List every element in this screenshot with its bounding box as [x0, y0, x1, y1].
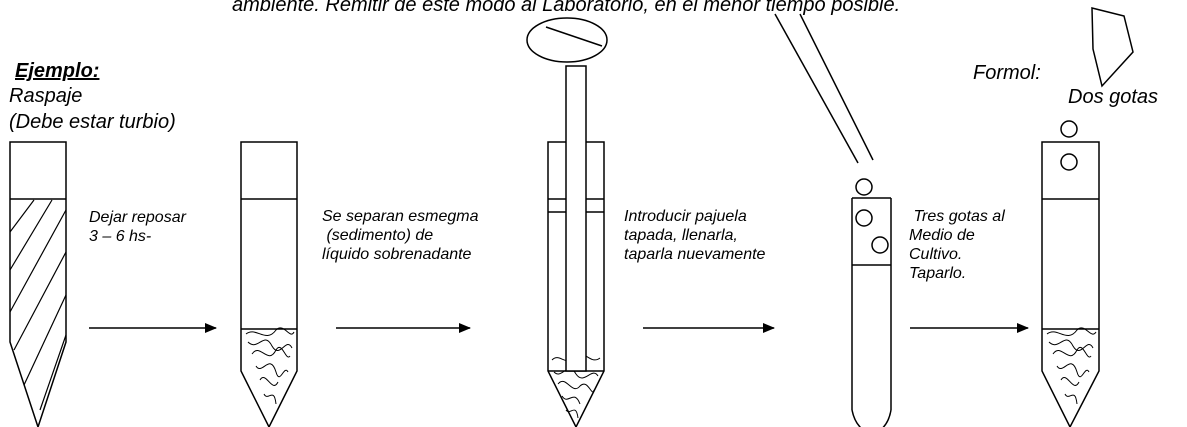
step-2-text: Se separan esmegma (sedimento) de líquid… [322, 208, 483, 263]
step-3-line-1: Introducir pajuela [624, 208, 747, 225]
header-text: ambiente. Remitir de este modo al Labora… [232, 0, 900, 16]
sample-name: Raspaje [9, 85, 82, 107]
formol-drop-1 [1060, 120, 1078, 138]
step-4-line-1: Tres gotas al [909, 208, 1005, 225]
step-3-line-3: taparla nuevamente [624, 246, 766, 263]
step-1-text: Dejar reposar 3 – 6 hs- [89, 209, 190, 245]
step-2-line-1: Se separan esmegma [322, 208, 479, 225]
step-3-line-2: tapada, llenarla, [624, 227, 738, 244]
straw-cap [526, 17, 608, 63]
formol-drop-2 [1060, 153, 1078, 171]
step-1-line-1: Dejar reposar [89, 209, 187, 226]
formol-dropper-icon [1091, 7, 1134, 88]
step-1-line-2: 3 – 6 hs- [89, 228, 151, 245]
step-4-line-2: Medio de [909, 227, 975, 244]
straw [565, 65, 587, 372]
tube-3-with-straw [526, 17, 608, 427]
step-4-line-4: Taparlo. [909, 265, 966, 282]
tube-2-settled [240, 141, 298, 427]
example-label: Ejemplo: [15, 60, 99, 82]
formol-amount: Dos gotas [1068, 86, 1158, 108]
step-4-text: Tres gotas al Medio de Cultivo. Taparlo. [909, 208, 1009, 282]
sediment-scribble [245, 327, 295, 405]
sample-note: (Debe estar turbio) [9, 111, 176, 133]
formol-label: Formol: [973, 62, 1041, 84]
tube-1-turbid [9, 141, 67, 427]
straw-line-left [774, 13, 859, 164]
drop-1 [855, 178, 873, 196]
drop-3 [871, 236, 889, 254]
culture-tube [774, 13, 892, 427]
tube-5-formol [1041, 120, 1100, 427]
step-2-line-2: (sedimento) de [322, 227, 433, 244]
step-2-line-3: líquido sobrenadante [322, 246, 472, 263]
drop-2 [855, 209, 873, 227]
step-3-text: Introducir pajuela tapada, llenarla, tap… [624, 208, 766, 263]
straw-line-right [799, 13, 874, 161]
step-4-line-3: Cultivo. [909, 246, 962, 263]
turbid-hatching [9, 199, 67, 411]
